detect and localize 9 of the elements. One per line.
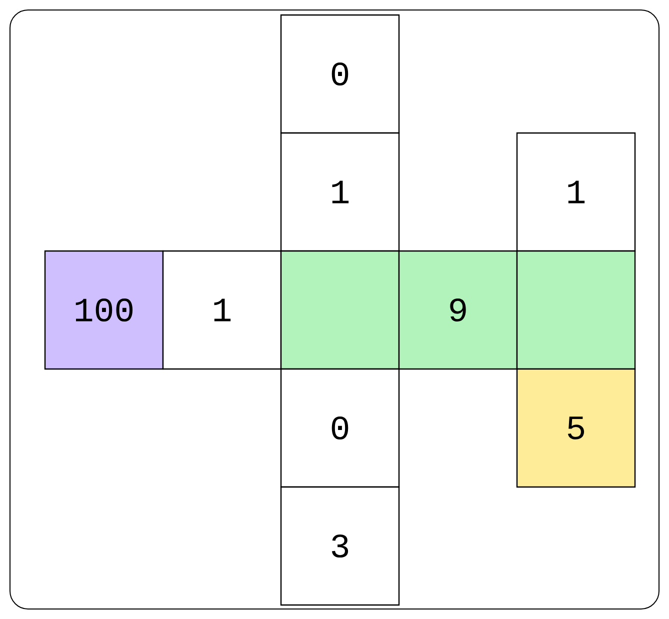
number-cell: 1 [516,132,636,252]
number-cell: 5 [516,368,636,488]
number-cell: 1 [280,132,400,252]
number-cell: 0 [280,14,400,134]
number-cell: 0 [280,368,400,488]
number-cell: 9 [398,250,518,370]
number-cell: 3 [280,486,400,606]
number-cell: 1 [162,250,282,370]
number-cell: 100 [44,250,164,370]
